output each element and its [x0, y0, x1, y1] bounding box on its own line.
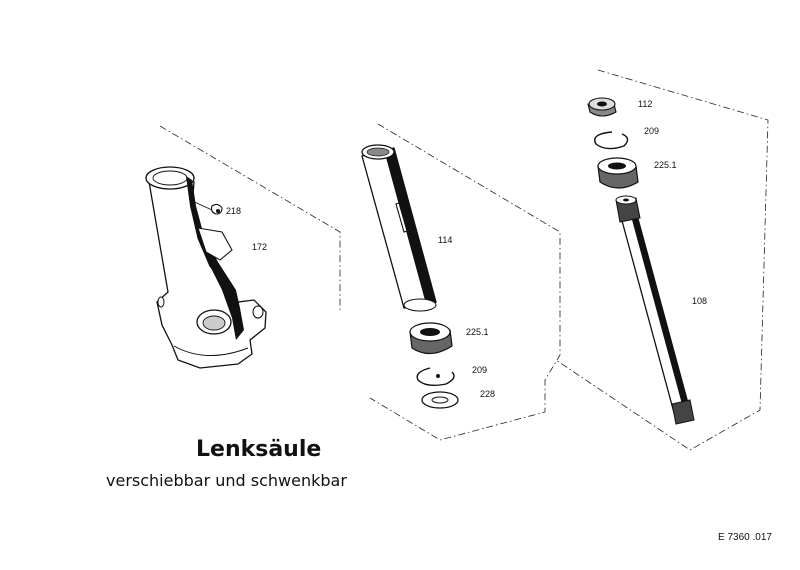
nut-112 [587, 97, 617, 117]
guide-frames [159, 69, 769, 451]
housing-bracket-line [189, 199, 213, 211]
housing-shade [186, 176, 244, 340]
tube-114 [361, 144, 437, 312]
label-209-right: 209 [644, 126, 659, 136]
tube-shade [384, 148, 436, 304]
washer-228 [421, 391, 459, 409]
label-228: 228 [480, 389, 495, 399]
part-labels: 218 172 114 225.1 209 228 112 209 225.1 … [226, 99, 707, 399]
label-112: 112 [638, 99, 652, 109]
shaft-shade [628, 204, 692, 419]
housing-base-rim [173, 345, 249, 357]
label-225-middle: 225.1 [466, 327, 489, 337]
shaft-108 [615, 195, 695, 425]
nut-225-middle [409, 322, 453, 355]
label-218: 218 [226, 206, 241, 216]
label-225-right: 225.1 [654, 160, 677, 170]
snap-ring-209-middle [416, 367, 455, 387]
label-108: 108 [692, 296, 707, 306]
drawing-code: E 7360 .017 [718, 532, 772, 543]
nut-225-right [597, 157, 639, 189]
housing-flange-hole [252, 305, 264, 319]
clip-218 [210, 203, 223, 215]
guide-frame-middle [369, 123, 561, 441]
label-114: 114 [438, 235, 452, 245]
tube-slot [395, 202, 408, 233]
shaft-bottom-spline [671, 399, 695, 425]
housing-top-inner [152, 170, 188, 186]
housing-bracket [197, 227, 233, 261]
guide-frame-right [555, 69, 769, 451]
housing-side-port-inner [202, 315, 226, 331]
housing-172 [145, 166, 267, 369]
housing-body [147, 167, 267, 369]
diagram-subtitle: verschiebbar und schwenkbar [106, 471, 347, 490]
snap-ring-209-right [594, 131, 629, 150]
diagram-title: Lenksäule [196, 437, 321, 462]
housing-flange-hole-left [157, 296, 165, 308]
label-209-middle: 209 [472, 365, 487, 375]
guide-frame-left [159, 125, 341, 312]
label-172: 172 [252, 242, 267, 252]
